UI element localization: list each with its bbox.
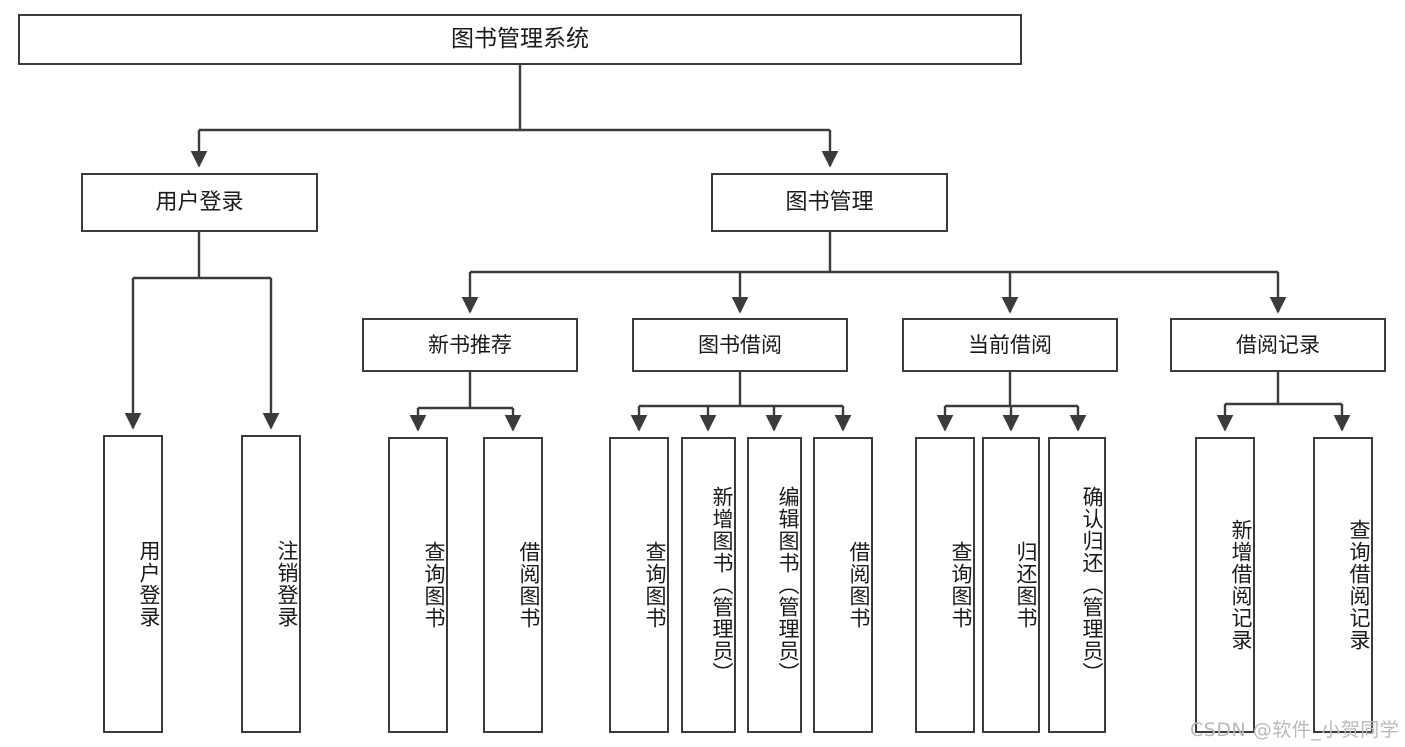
node-root-label: 图书管理系统 <box>451 25 589 52</box>
node-book-borrow[interactable]: 图书借阅 <box>632 318 848 372</box>
node-leaf-query-book-1-label: 查询图书 <box>422 541 446 629</box>
node-leaf-user-login[interactable]: 用户登录 <box>103 435 163 733</box>
node-leaf-borrow-book-1-label: 借阅图书 <box>517 541 541 629</box>
node-leaf-user-login-label: 用户登录 <box>137 540 161 628</box>
node-leaf-return-book-label: 归还图书 <box>1014 541 1038 629</box>
node-leaf-add-book[interactable]: 新增图书（管理员） <box>681 437 736 733</box>
node-leaf-edit-book-label: 编辑图书（管理员） <box>776 486 800 684</box>
node-leaf-query-book-3-label: 查询图书 <box>949 541 973 629</box>
node-leaf-query-record-label: 查询借阅记录 <box>1347 519 1371 651</box>
node-book-manage[interactable]: 图书管理 <box>711 173 948 232</box>
node-borrow-record[interactable]: 借阅记录 <box>1170 318 1386 372</box>
node-leaf-query-record[interactable]: 查询借阅记录 <box>1313 437 1373 733</box>
node-leaf-logout[interactable]: 注销登录 <box>241 435 301 733</box>
node-leaf-borrow-book-2[interactable]: 借阅图书 <box>813 437 873 733</box>
node-current-borrow-label: 当前借阅 <box>968 332 1052 357</box>
node-user-login-label: 用户登录 <box>155 189 244 215</box>
node-leaf-query-book-2-label: 查询图书 <box>643 541 667 629</box>
node-leaf-return-book[interactable]: 归还图书 <box>982 437 1040 733</box>
node-leaf-edit-book[interactable]: 编辑图书（管理员） <box>747 437 802 733</box>
node-leaf-borrow-book-1[interactable]: 借阅图书 <box>483 437 543 733</box>
node-leaf-borrow-book-2-label: 借阅图书 <box>847 541 871 629</box>
node-leaf-confirm-return-label: 确认归还（管理员） <box>1080 486 1104 684</box>
node-leaf-add-record[interactable]: 新增借阅记录 <box>1195 437 1255 733</box>
node-root[interactable]: 图书管理系统 <box>18 14 1022 65</box>
node-new-book-rec-label: 新书推荐 <box>428 332 512 357</box>
node-new-book-rec[interactable]: 新书推荐 <box>362 318 578 372</box>
node-current-borrow[interactable]: 当前借阅 <box>902 318 1118 372</box>
node-leaf-add-book-label: 新增图书（管理员） <box>710 486 734 684</box>
node-borrow-record-label: 借阅记录 <box>1236 332 1320 357</box>
node-leaf-logout-label: 注销登录 <box>275 540 299 628</box>
node-leaf-add-record-label: 新增借阅记录 <box>1229 519 1253 651</box>
node-user-login[interactable]: 用户登录 <box>81 173 318 232</box>
node-leaf-query-book-3[interactable]: 查询图书 <box>915 437 975 733</box>
node-leaf-query-book-2[interactable]: 查询图书 <box>609 437 669 733</box>
node-book-borrow-label: 图书借阅 <box>698 332 782 357</box>
node-book-manage-label: 图书管理 <box>785 189 874 215</box>
watermark: CSDN @软件_小贺同学 <box>1190 719 1400 741</box>
node-leaf-query-book-1[interactable]: 查询图书 <box>388 437 448 733</box>
node-leaf-confirm-return[interactable]: 确认归还（管理员） <box>1048 437 1106 733</box>
